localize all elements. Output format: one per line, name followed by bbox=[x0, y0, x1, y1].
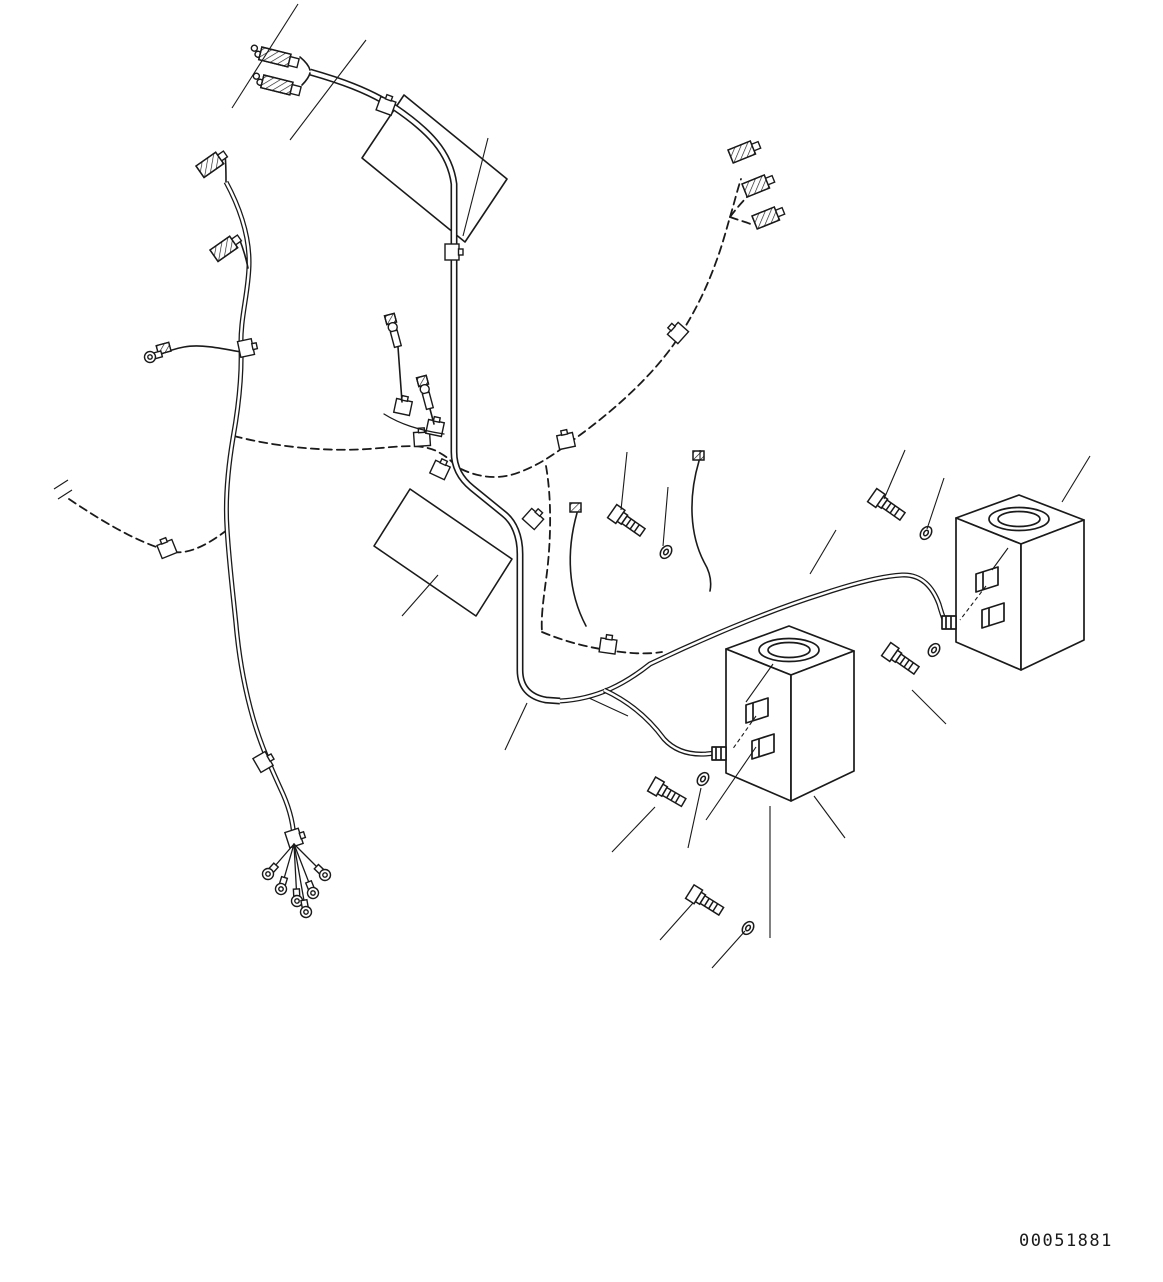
leader-line bbox=[687, 787, 702, 849]
leader-line bbox=[504, 702, 528, 751]
leader-line bbox=[462, 137, 489, 237]
leader-line bbox=[289, 39, 367, 141]
harness-down-center bbox=[540, 465, 552, 633]
sensor-stub bbox=[397, 346, 403, 403]
hose-to-right-tank-core bbox=[559, 573, 947, 703]
break-mark bbox=[57, 489, 73, 500]
leader-line bbox=[911, 689, 947, 725]
mounting-plate-upper bbox=[361, 94, 508, 243]
wiring-harness-dashed bbox=[53, 178, 754, 655]
attachment-dashed-line bbox=[959, 585, 987, 621]
leader-line bbox=[620, 451, 628, 511]
harness-fanout-wire bbox=[729, 216, 754, 226]
harness-bottom-center bbox=[541, 631, 663, 655]
leader-line bbox=[705, 746, 757, 821]
wire-a-fitting bbox=[569, 502, 582, 513]
wire-b bbox=[691, 460, 712, 592]
break-mark bbox=[53, 479, 69, 490]
wire-b-fitting bbox=[692, 450, 705, 461]
leader-line bbox=[711, 930, 746, 969]
leader-line bbox=[662, 486, 669, 547]
leader-line bbox=[611, 806, 656, 853]
part-number: 00051881 bbox=[1019, 1231, 1113, 1251]
harness-branch-lower-left bbox=[65, 496, 228, 554]
harness-fanout-wire bbox=[729, 178, 742, 218]
tube-joint bbox=[299, 56, 311, 71]
washer-hoses bbox=[559, 572, 948, 757]
harness-fanout-wire bbox=[729, 195, 749, 218]
wire-a bbox=[569, 512, 587, 627]
mounting-plate-lower bbox=[373, 488, 513, 617]
leader-line bbox=[883, 449, 906, 500]
leader-line bbox=[231, 3, 299, 109]
harness-middle-left bbox=[233, 435, 458, 468]
sensor-stub bbox=[429, 408, 435, 425]
mounting-plates bbox=[361, 94, 513, 617]
sensors bbox=[383, 312, 445, 435]
leader-line bbox=[809, 529, 837, 575]
harness-middle-right bbox=[460, 216, 731, 478]
ring-terminals bbox=[142, 341, 334, 920]
leader-line bbox=[745, 663, 774, 703]
leader-line bbox=[926, 477, 945, 530]
leader-line bbox=[659, 902, 694, 941]
leader-lines bbox=[231, 3, 1091, 969]
tube-joint bbox=[301, 72, 311, 86]
leader-line bbox=[991, 547, 1009, 571]
leader-line bbox=[588, 697, 629, 717]
leader-line bbox=[1061, 455, 1091, 503]
sensor-bracket bbox=[383, 413, 445, 435]
sub-wires bbox=[569, 450, 712, 627]
leader-line bbox=[401, 574, 439, 617]
hose-to-center-tank-core bbox=[603, 688, 717, 756]
washer-tank-right bbox=[941, 494, 1085, 671]
leader-line bbox=[813, 795, 846, 839]
washer-tank-center bbox=[711, 625, 855, 802]
